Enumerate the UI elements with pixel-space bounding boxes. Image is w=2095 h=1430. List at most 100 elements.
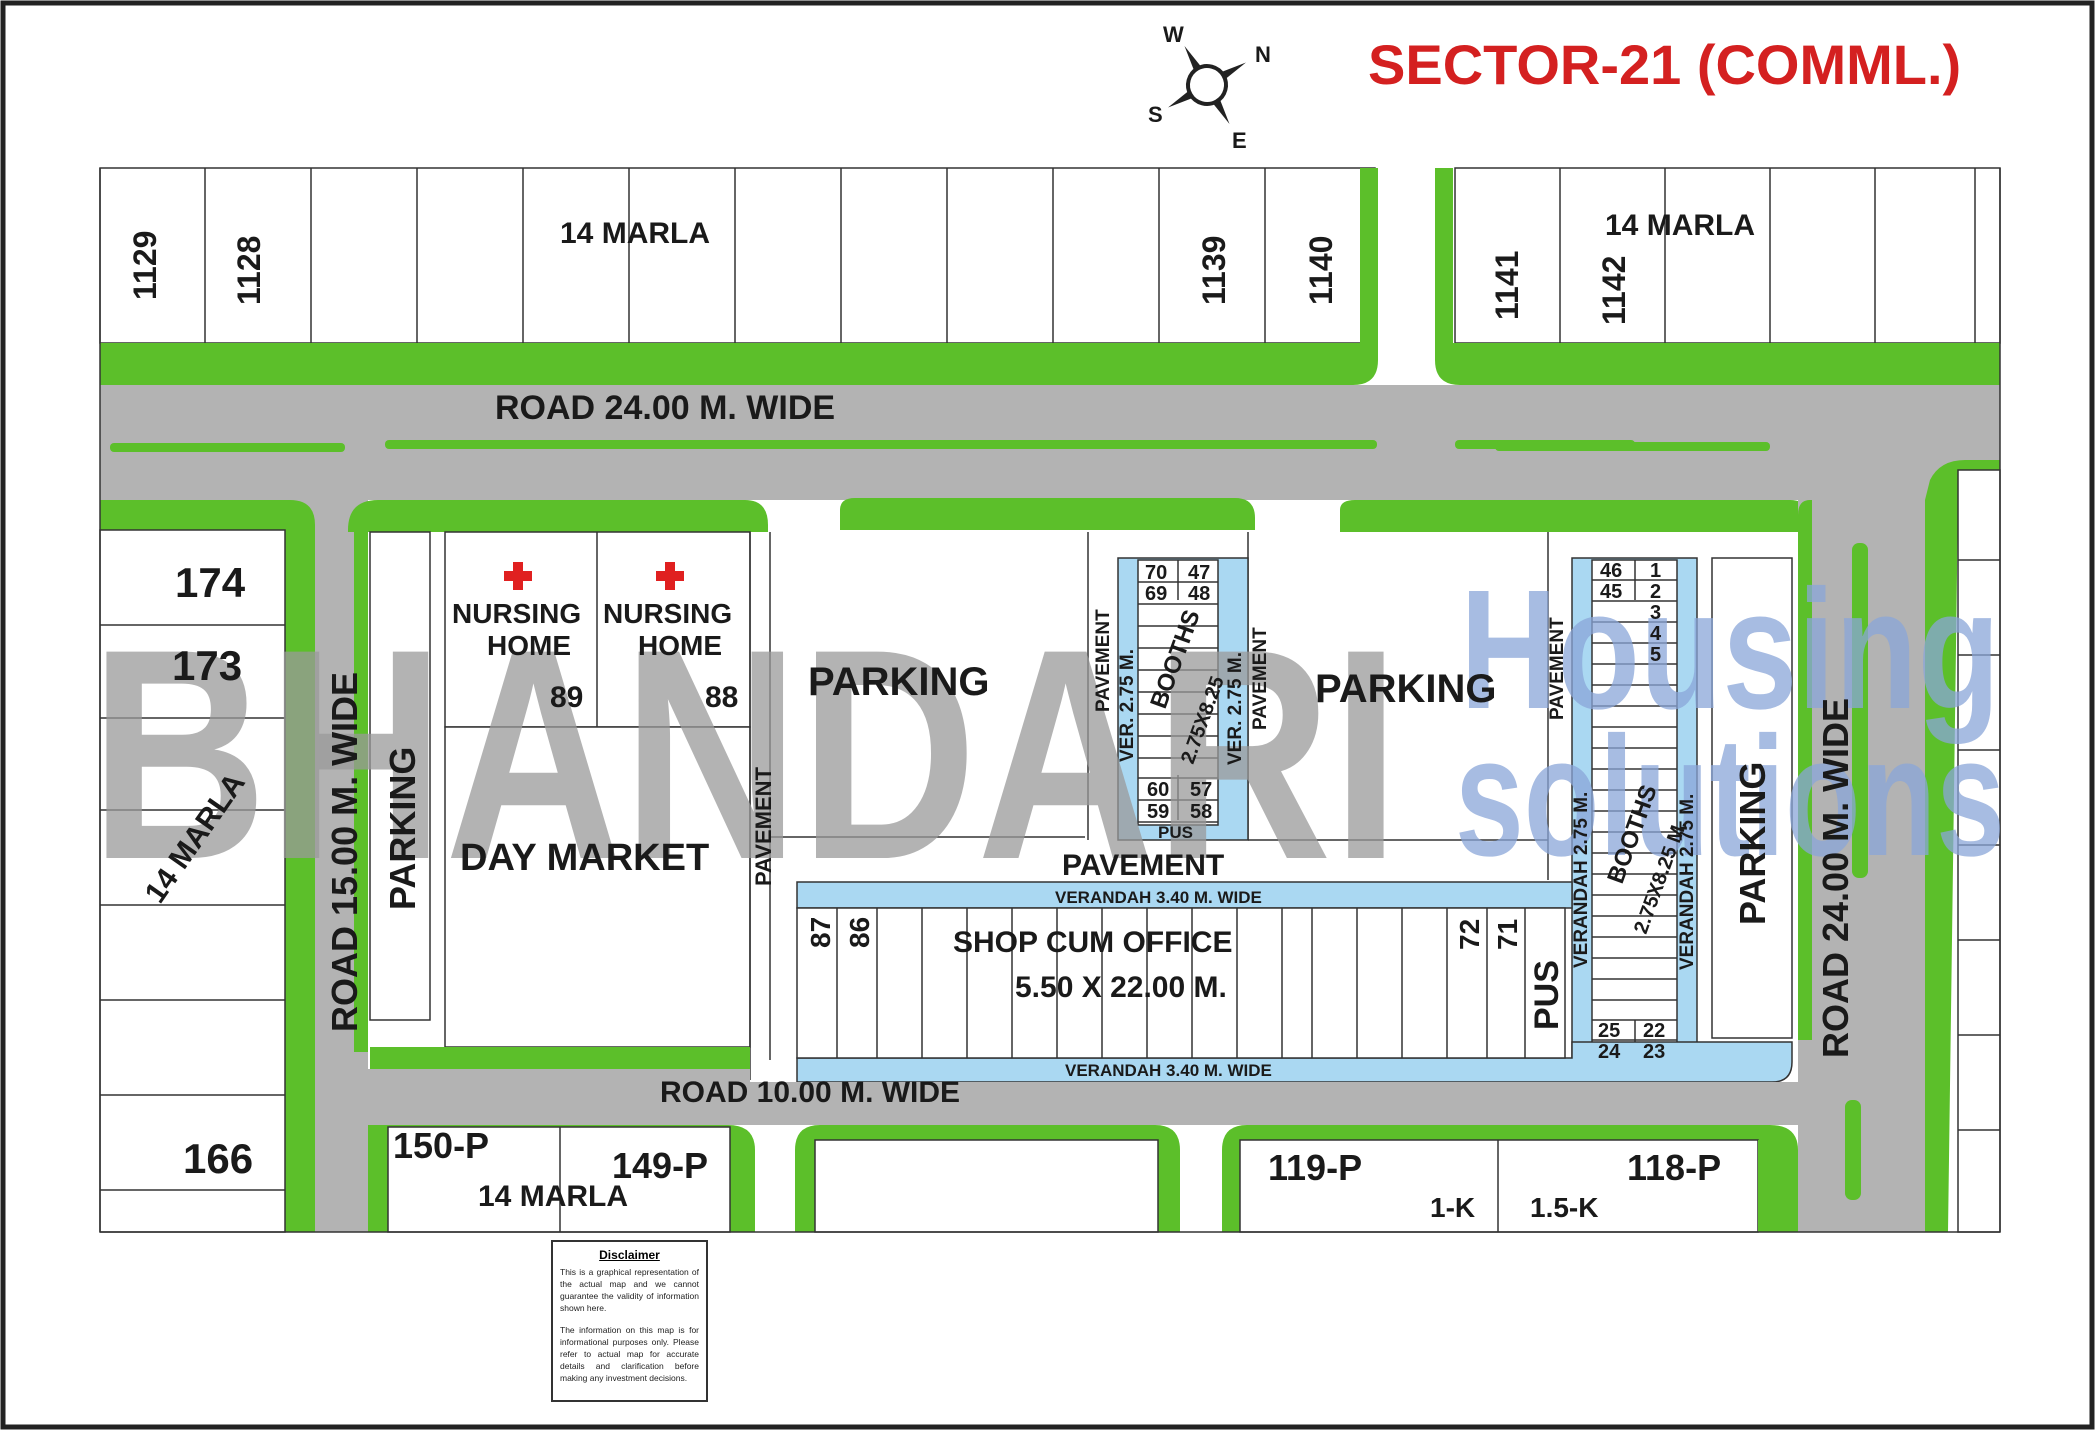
b57: 57: [1190, 779, 1212, 801]
parking-mid-label: PARKING: [808, 660, 989, 704]
compass-w: W: [1163, 22, 1184, 47]
verandah-top-label: VERANDAH 3.40 M. WIDE: [1055, 888, 1262, 907]
c46: 46: [1600, 560, 1622, 582]
plot-1139: 1139: [1196, 236, 1232, 305]
booth-pavement-left: PAVEMENT: [1093, 609, 1114, 712]
road-10m-bottom: [368, 1069, 1798, 1125]
shop-line1: SHOP CUM OFFICE: [953, 926, 1232, 959]
disclaimer-title: Disclaimer: [599, 1248, 660, 1262]
disclaimer-box: Disclaimer This is a graphical represent…: [551, 1240, 708, 1402]
nursing-home-88: NURSING HOME 88: [603, 562, 738, 714]
b47: 47: [1188, 562, 1210, 584]
c2: 2: [1650, 581, 1661, 603]
c23: 23: [1643, 1041, 1665, 1063]
median-2: [385, 440, 1377, 449]
shop-cum-office-row: [796, 907, 1566, 1059]
road-left-label: ROAD 15.00 M. WIDE: [324, 672, 365, 1032]
plot-149p: 149-P: [612, 1145, 708, 1186]
median-1: [110, 443, 345, 452]
disclaimer-para-2: The information on this map is for infor…: [560, 1325, 699, 1383]
pavement-vertical-label: PAVEMENT: [751, 766, 776, 886]
road-bottom-label: ROAD 10.00 M. WIDE: [660, 1076, 960, 1109]
parking-left: [369, 531, 431, 1021]
road-right-label: ROAD 24.00 M. WIDE: [1815, 698, 1856, 1058]
c22: 22: [1643, 1020, 1665, 1042]
pus-2-label: PUS: [1528, 960, 1566, 1030]
plot-1140: 1140: [1303, 236, 1339, 305]
bottom-plots-left: [387, 1126, 731, 1233]
plot-1129: 1129: [127, 231, 163, 300]
plot-71: 71: [1492, 919, 1523, 950]
parking-right-label: PARKING: [1315, 667, 1496, 711]
verandah-bottom-label: VERANDAH 3.40 M. WIDE: [1065, 1061, 1272, 1080]
booth2-pavement: PAVEMENT: [1547, 617, 1568, 720]
verandah-top: [796, 881, 1573, 909]
red-cross-icon: [656, 562, 684, 590]
nursing-day-market: [444, 531, 771, 1080]
plot-72: 72: [1454, 919, 1485, 950]
c5: 5: [1650, 644, 1661, 666]
booth2-verandah-right: VERANDAH 2.75 M.: [1677, 794, 1698, 970]
nursing-2-line1: NURSING: [603, 598, 732, 629]
left-plots: [99, 529, 286, 1233]
compass-e: E: [1232, 128, 1247, 153]
bottom-marla: 14 MARLA: [478, 1180, 628, 1213]
green-belt-right-inner-2: [1845, 1100, 1861, 1200]
plot-88: 88: [705, 681, 738, 714]
compass-n: N: [1255, 42, 1271, 67]
b59: 59: [1147, 801, 1169, 823]
top-marla-left: 14 MARLA: [560, 217, 710, 250]
watermark-main: BHANDARI: [90, 586, 1400, 922]
road-top-label: ROAD 24.00 M. WIDE: [495, 389, 835, 427]
green-belt-left-1: [100, 500, 315, 1232]
plot-bottom-mid: [814, 1139, 1159, 1233]
b70: 70: [1145, 562, 1167, 584]
b58: 58: [1190, 801, 1212, 823]
green-parking-mid: [840, 498, 1255, 530]
parking-far-right: [1711, 557, 1793, 1039]
plot-1128: 1128: [231, 236, 267, 305]
plot-150p: 150-P: [393, 1125, 489, 1166]
booth2-verandah-left: VERANDAH 2.75 M.: [1571, 792, 1592, 968]
c3: 3: [1650, 602, 1661, 624]
green-belt-left-2: [348, 500, 768, 532]
plot-173: 173: [172, 642, 242, 689]
map-title: SECTOR-21 (COMML.): [1368, 33, 1961, 96]
plot-174: 174: [175, 559, 246, 606]
c4: 4: [1650, 623, 1662, 645]
c1: 1: [1650, 560, 1661, 582]
top-marla-right: 14 MARLA: [1605, 209, 1755, 242]
booth-ver-right: VER. 2.75 M.: [1225, 652, 1246, 765]
c25: 25: [1598, 1020, 1620, 1042]
green-belt-top-right: [1435, 168, 2000, 385]
booth-block-2: [1571, 557, 1698, 1069]
green-belt-right-edge: [1798, 500, 1812, 1040]
green-parking-right: [1340, 500, 1810, 532]
nursing-1-line2: HOME: [487, 630, 571, 661]
nursing-1-line1: NURSING: [452, 598, 581, 629]
booth-pavement-right: PAVEMENT: [1250, 627, 1271, 730]
plot-118p: 118-P: [1627, 1147, 1721, 1188]
plot-119p: 119-P: [1268, 1147, 1362, 1188]
b60: 60: [1147, 779, 1169, 801]
nursing-home-89: NURSING HOME 89: [452, 562, 583, 714]
green-day-market-bottom: [370, 1047, 750, 1069]
plot-1142: 1142: [1596, 256, 1632, 325]
parking-left-label: PARKING: [382, 747, 423, 910]
compass-s: S: [1148, 102, 1163, 127]
watermark-line1: Housing: [1460, 555, 2000, 745]
top-plots-left: [99, 167, 1376, 344]
plot-86: 86: [844, 917, 875, 948]
plot-166: 166: [183, 1135, 253, 1182]
c24: 24: [1598, 1041, 1621, 1063]
median-4: [1495, 442, 1770, 451]
c45: 45: [1600, 581, 1622, 603]
green-belt-top-left: [100, 168, 1378, 385]
top-plots-right: [1454, 167, 2001, 344]
green-belt-right-inner-1: [1852, 543, 1868, 878]
shop-line2: 5.50 X 22.00 M.: [1015, 971, 1227, 1004]
pus-1-label: PUS: [1158, 823, 1193, 842]
red-cross-icon: [504, 562, 532, 590]
green-bottom-right: [1222, 1125, 1798, 1232]
